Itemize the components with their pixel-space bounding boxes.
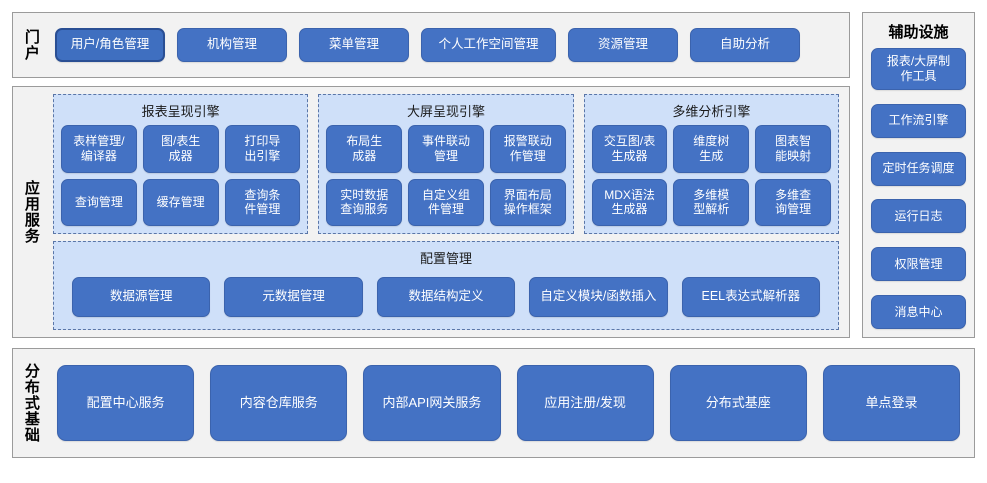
portal-node-2-菜单管理[interactable]: 菜单管理 bbox=[299, 28, 409, 62]
engine-group-多维分析引擎: 多维分析引擎交互图/表 生成器维度树 生成图表智 能映射 MDX语法 生成器多维模… bbox=[583, 94, 839, 234]
aux-node-1-工作流引擎[interactable]: 工作流引擎 bbox=[871, 103, 966, 138]
engine-1-node-3-实时数据-查询服务[interactable]: 实时数据 查询服务 bbox=[326, 178, 403, 226]
engine-group-node-grid: 布局生 成器事件联动 管理报警联动 作管理实时数据 查询服务自定义组 件管理界面… bbox=[326, 125, 566, 226]
engine-1-node-5-界面布局-操作框架[interactable]: 界面布局 操作框架 bbox=[489, 178, 566, 226]
portal-panel: 门户 用户/角色管理机构管理菜单管理个人工作空间管理资源管理自助分析 bbox=[12, 12, 850, 78]
engine-1-node-0-布局生-成器[interactable]: 布局生 成器 bbox=[326, 125, 403, 173]
portal-node-5-自助分析[interactable]: 自助分析 bbox=[690, 28, 800, 62]
configuration-management-group: 配置管理 数据源管理元数据管理数据结构定义自定义模块/函数插入 EEL表达式解析器 bbox=[53, 241, 839, 330]
distributed-node-1-内容仓库服务[interactable]: 内容仓库服务 bbox=[210, 365, 348, 441]
engine-group-row: 报表呈现引擎表样管理/ 编译器图/表生 成器打印导 出引擎查询管理缓存管理查询条… bbox=[53, 94, 839, 234]
engine-2-node-0-交互图-表-生成器[interactable]: 交互图/表 生成器 bbox=[591, 125, 668, 173]
engine-group-大屏呈现引擎: 大屏呈现引擎布局生 成器事件联动 管理报警联动 作管理实时数据 查询服务自定义组… bbox=[318, 94, 574, 234]
aux-node-4-权限管理[interactable]: 权限管理 bbox=[871, 247, 966, 282]
auxiliary-facilities-list: 报表/大屏制 作工具工作流引擎定时任务调度运行日志权限管理消息中心 bbox=[871, 48, 966, 329]
engine-2-node-2-图表智-能映射[interactable]: 图表智 能映射 bbox=[755, 125, 831, 173]
config-node-4-EEL表达式解析器[interactable]: EEL表达式解析器 bbox=[681, 277, 821, 317]
engine-1-node-1-事件联动-管理[interactable]: 事件联动 管理 bbox=[408, 125, 484, 173]
application-services-body: 报表呈现引擎表样管理/ 编译器图/表生 成器打印导 出引擎查询管理缓存管理查询条… bbox=[49, 87, 849, 337]
auxiliary-facilities-title: 辅助设施 bbox=[888, 24, 949, 41]
engine-group-title: 多维分析引擎 bbox=[672, 104, 751, 119]
configuration-management-node-list: 数据源管理元数据管理数据结构定义自定义模块/函数插入 EEL表达式解析器 bbox=[64, 273, 828, 321]
engine-2-node-5-多维查-询管理[interactable]: 多维查 询管理 bbox=[755, 178, 831, 226]
engine-2-node-4-多维模-型解析[interactable]: 多维模 型解析 bbox=[673, 178, 750, 226]
engine-0-node-0-表样管理--编译器[interactable]: 表样管理/ 编译器 bbox=[61, 125, 137, 173]
distributed-base-panel: 分布式基础 配置中心服务内容仓库服务内部API网关服务应用注册/发现分布式基座单… bbox=[12, 348, 975, 458]
portal-band-label: 门户 bbox=[22, 29, 40, 61]
engine-group-报表呈现引擎: 报表呈现引擎表样管理/ 编译器图/表生 成器打印导 出引擎查询管理缓存管理查询条… bbox=[53, 94, 309, 234]
engine-1-node-2-报警联动-作管理[interactable]: 报警联动 作管理 bbox=[489, 125, 566, 173]
aux-node-5-消息中心[interactable]: 消息中心 bbox=[871, 294, 966, 329]
engine-0-node-2-打印导-出引擎[interactable]: 打印导 出引擎 bbox=[224, 125, 301, 173]
config-node-3-自定义模块-函数插入[interactable]: 自定义模块/函数插入 bbox=[529, 277, 668, 317]
distributed-node-4-分布式基座[interactable]: 分布式基座 bbox=[669, 365, 807, 441]
config-node-0-数据源管理[interactable]: 数据源管理 bbox=[72, 277, 211, 317]
portal-node-1-机构管理[interactable]: 机构管理 bbox=[177, 28, 287, 62]
engine-0-node-5-查询条-件管理[interactable]: 查询条 件管理 bbox=[224, 178, 301, 226]
distributed-node-0-配置中心服务[interactable]: 配置中心服务 bbox=[57, 365, 195, 441]
engine-0-node-4-缓存管理[interactable]: 缓存管理 bbox=[142, 178, 219, 226]
configuration-management-title: 配置管理 bbox=[419, 251, 472, 266]
auxiliary-facilities-panel: 辅助设施 报表/大屏制 作工具工作流引擎定时任务调度运行日志权限管理消息中心 bbox=[862, 12, 975, 338]
engine-0-node-3-查询管理[interactable]: 查询管理 bbox=[61, 178, 137, 226]
engine-group-title: 报表呈现引擎 bbox=[141, 104, 220, 119]
engine-1-node-4-自定义组-件管理[interactable]: 自定义组 件管理 bbox=[408, 178, 484, 226]
portal-node-3-个人工作空间管理[interactable]: 个人工作空间管理 bbox=[421, 28, 556, 62]
aux-node-2-定时任务调度[interactable]: 定时任务调度 bbox=[871, 151, 966, 186]
distributed-node-3-应用注册-发现[interactable]: 应用注册/发现 bbox=[516, 365, 654, 441]
distributed-node-5-单点登录[interactable]: 单点登录 bbox=[822, 365, 961, 441]
engine-2-node-1-维度树-生成[interactable]: 维度树 生成 bbox=[673, 125, 750, 173]
engine-2-node-3-MDX语法-生成器[interactable]: MDX语法 生成器 bbox=[591, 178, 668, 226]
portal-node-0-用户-角色管理[interactable]: 用户/角色管理 bbox=[55, 28, 165, 62]
distributed-node-2-内部API网关服务[interactable]: 内部API网关服务 bbox=[363, 365, 501, 441]
engine-group-node-grid: 交互图/表 生成器维度树 生成图表智 能映射 MDX语法 生成器多维模 型解析多维… bbox=[591, 125, 831, 226]
engine-group-title: 大屏呈现引擎 bbox=[406, 104, 485, 119]
portal-node-4-资源管理[interactable]: 资源管理 bbox=[568, 28, 678, 62]
distributed-base-band-label: 分布式基础 bbox=[22, 363, 40, 443]
engine-group-node-grid: 表样管理/ 编译器图/表生 成器打印导 出引擎查询管理缓存管理查询条 件管理 bbox=[61, 125, 301, 226]
aux-node-3-运行日志[interactable]: 运行日志 bbox=[871, 199, 966, 234]
config-node-2-数据结构定义[interactable]: 数据结构定义 bbox=[376, 277, 516, 317]
config-node-1-元数据管理[interactable]: 元数据管理 bbox=[224, 277, 363, 317]
portal-node-list: 用户/角色管理机构管理菜单管理个人工作空间管理资源管理自助分析 bbox=[49, 13, 849, 77]
application-services-panel: 应用服务 报表呈现引擎表样管理/ 编译器图/表生 成器打印导 出引擎查询管理缓存… bbox=[12, 86, 850, 338]
aux-node-0-报表-大屏制-作工具[interactable]: 报表/大屏制 作工具 bbox=[871, 48, 966, 90]
engine-0-node-1-图-表生-成器[interactable]: 图/表生 成器 bbox=[142, 125, 219, 173]
application-services-band-label: 应用服务 bbox=[22, 180, 40, 244]
distributed-base-node-list: 配置中心服务内容仓库服务内部API网关服务应用注册/发现分布式基座单点登录 bbox=[49, 349, 974, 457]
